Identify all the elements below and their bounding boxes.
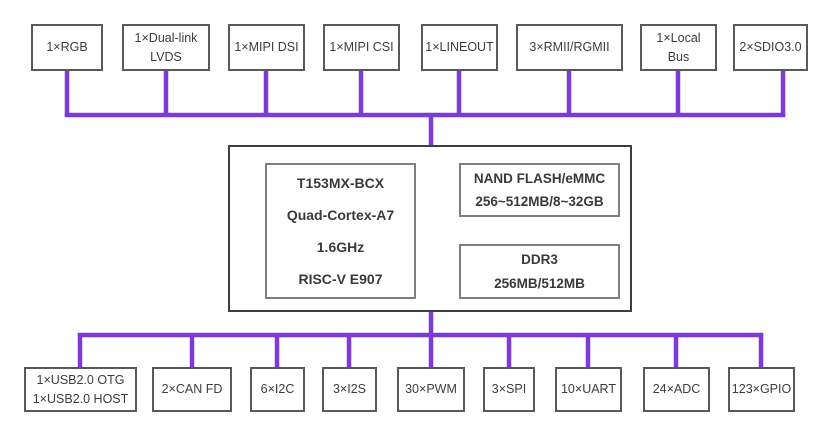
peripheral-label: 1×MIPI CSI: [329, 40, 394, 55]
soc-block: T153MX-BCX Quad-Cortex-A7 1.6GHz RISC-V …: [228, 145, 632, 312]
peripheral-label: 1×Dual-link LVDS: [134, 31, 198, 64]
peripheral-box-mipi-dsi: 1×MIPI DSI: [228, 24, 305, 71]
peripheral-label: 1×RGB: [46, 40, 88, 55]
nand-flash-box: NAND FLASH/eMMC 256~512MB/8~32GB: [459, 163, 620, 217]
peripheral-box-spi: 3×SPI: [483, 367, 535, 412]
peripheral-label: 3×RMII/RGMII: [529, 40, 610, 55]
top-bus: [64, 68, 786, 147]
peripheral-box-i2s: 3×I2S: [322, 367, 377, 412]
peripheral-box-lineout: 1×LINEOUT: [421, 24, 498, 71]
cpu-riscv-core: RISC-V E907: [298, 271, 383, 287]
nand-capacity: 256~512MB/8~32GB: [475, 194, 604, 209]
peripheral-box-canfd: 2×CAN FD: [152, 367, 232, 412]
peripheral-label: 1×Local Bus: [656, 31, 701, 64]
peripheral-box-mipi-csi: 1×MIPI CSI: [323, 24, 400, 71]
peripheral-label: 3×I2S: [332, 382, 366, 397]
ddr-capacity: 256MB/512MB: [494, 275, 585, 291]
cpu-cores: Quad-Cortex-A7: [286, 207, 395, 223]
peripheral-box-sdio: 2×SDIO3.0: [733, 24, 808, 71]
peripheral-label: 6×I2C: [260, 382, 295, 397]
peripheral-label: 2×SDIO3.0: [739, 40, 802, 55]
peripheral-box-uart: 10×UART: [555, 367, 622, 412]
peripheral-box-usb: 1×USB2.0 OTG 1×USB2.0 HOST: [24, 367, 137, 412]
nand-title: NAND FLASH/eMMC: [473, 170, 606, 186]
ddr-title: DDR3: [521, 252, 558, 267]
peripheral-label: 1×USB2.0 OTG: [36, 373, 125, 388]
peripheral-label: 24×ADC: [652, 382, 701, 397]
peripheral-label: 3×SPI: [491, 382, 527, 397]
peripheral-box-local-bus: 1×Local Bus: [640, 24, 717, 71]
peripheral-label: 1×USB2.0 HOST: [32, 391, 129, 406]
peripheral-label: 10×UART: [560, 382, 616, 397]
peripheral-label: 123×GPIO: [731, 382, 792, 397]
peripheral-box-i2c: 6×I2C: [250, 367, 305, 412]
cpu-box: T153MX-BCX Quad-Cortex-A7 1.6GHz RISC-V …: [265, 163, 416, 299]
peripheral-box-rmii-rgmii: 3×RMII/RGMII: [516, 24, 623, 71]
ddr3-box: DDR3 256MB/512MB: [459, 244, 620, 299]
bottom-bus: [77, 310, 764, 369]
peripheral-label: 1×LINEOUT: [425, 40, 494, 55]
peripheral-label: 1×MIPI DSI: [234, 40, 299, 55]
cpu-clock: 1.6GHz: [316, 239, 365, 255]
peripheral-box-lvds: 1×Dual-link LVDS: [122, 24, 210, 71]
peripheral-box-rgb: 1×RGB: [31, 24, 103, 71]
peripheral-label: 30×PWM: [405, 382, 457, 397]
peripheral-box-pwm: 30×PWM: [397, 367, 465, 412]
peripheral-box-adc: 24×ADC: [643, 367, 710, 412]
peripheral-box-gpio: 123×GPIO: [728, 367, 795, 412]
peripheral-label: 2×CAN FD: [161, 382, 223, 397]
cpu-model: T153MX-BCX: [296, 175, 385, 191]
